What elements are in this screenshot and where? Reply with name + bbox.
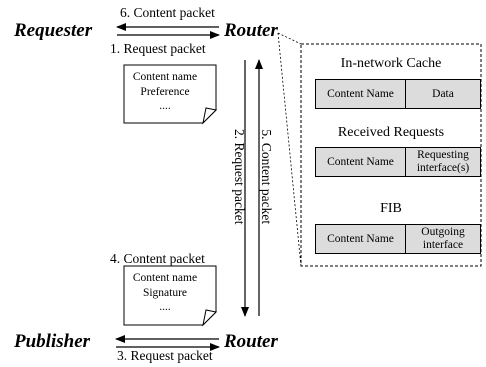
request-note-line-1: Content name (132, 71, 198, 83)
edge-label-4: 4. Content packet (110, 251, 205, 266)
received-table: Content Name Requesting interface(s) (315, 147, 481, 177)
request-note-line-3: .... (159, 100, 171, 113)
cache-col-name: Content Name (327, 87, 394, 100)
router-bottom-node: Router (224, 331, 278, 352)
received-col-interfaces: Requesting interface(s) (405, 148, 480, 176)
edge-label-6: 6. Content packet (120, 5, 215, 20)
edge-label-5: 5. Content packet (258, 129, 274, 225)
fib-table: Content Name Outgoing interface (315, 224, 481, 254)
cache-table: Content Name Data (315, 79, 481, 109)
fib-title: FIB (380, 201, 402, 216)
edge-label-3: 3. Request packet (117, 348, 213, 363)
edge-label-2: 2. Request packet (231, 128, 247, 225)
received-title: Received Requests (337, 125, 445, 140)
publisher-node: Publisher (14, 331, 91, 352)
cache-title: In-network Cache (340, 56, 442, 71)
content-note-line-2: Signature (142, 286, 188, 299)
cache-col-data: Data (405, 80, 480, 108)
fib-col-name: Content Name (327, 232, 394, 245)
router-detail-panel (300, 43, 482, 267)
request-note-text: Content name Preference .... (127, 70, 203, 114)
fib-col-interface: Outgoing interface (405, 225, 480, 253)
router-top-node: Router (224, 20, 278, 41)
requester-node: Requester (14, 20, 93, 41)
content-note-line-3: .... (159, 301, 171, 314)
content-note-text: Content name Signature .... (127, 271, 203, 315)
received-col-name: Content Name (327, 155, 394, 168)
request-note-line-2: Preference (140, 85, 190, 98)
content-note-line-1: Content name (132, 272, 198, 284)
edge-label-1: 1. Request packet (110, 41, 206, 56)
